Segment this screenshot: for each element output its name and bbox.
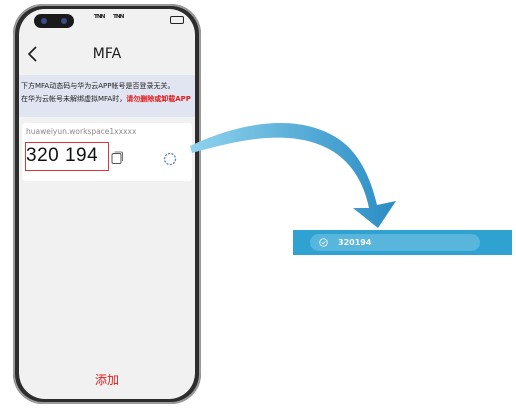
page-title: MFA xyxy=(92,46,122,62)
back-icon[interactable] xyxy=(25,43,41,65)
add-button[interactable]: 添加 xyxy=(94,373,119,387)
callout-code: 320194 xyxy=(338,238,372,247)
signal-icon-2: ᵀᴺᴺ xyxy=(113,14,124,24)
timer-icon xyxy=(163,152,177,166)
notice-line-1: 下方MFA动态码与华为云APP帐号是否登录无关。 xyxy=(21,82,175,90)
mfa-entry-card[interactable]: huaweiyun.workspace1xxxxx 320 194 xyxy=(22,123,192,181)
front-camera xyxy=(34,14,74,28)
notice-line-2: 在华为云帐号未解绑虚拟MFA时，请勿删除或卸载APP xyxy=(21,93,195,106)
mfa-notice: 下方MFA动态码与华为云APP帐号是否登录无关。 在华为云帐号未解绑虚拟MFA时… xyxy=(19,75,195,117)
nav-bar: MFA xyxy=(19,41,195,71)
shield-icon xyxy=(319,238,328,247)
signal-icon: ᵀᴺᴺ xyxy=(94,14,105,24)
notice-line-2-prefix: 在华为云帐号未解绑虚拟MFA时， xyxy=(21,95,127,103)
code-highlight-box: 320 194 xyxy=(25,142,109,171)
copy-icon[interactable] xyxy=(111,151,123,165)
battery-icon xyxy=(170,16,184,24)
code-callout-pill: 320194 xyxy=(310,234,480,251)
phone-screen: ᵀᴺᴺ ᵀᴺᴺ MFA 下方MFA动态码与华为云APP帐号是否登录无关。 在华为… xyxy=(19,9,195,399)
status-bar: ᵀᴺᴺ ᵀᴺᴺ xyxy=(19,9,195,37)
account-name: huaweiyun.workspace1xxxxx xyxy=(26,127,137,136)
code-callout-bar: 320194 xyxy=(293,230,512,255)
notice-warning: 请勿删除或卸载APP xyxy=(126,95,191,103)
mfa-code: 320 194 xyxy=(26,145,99,166)
